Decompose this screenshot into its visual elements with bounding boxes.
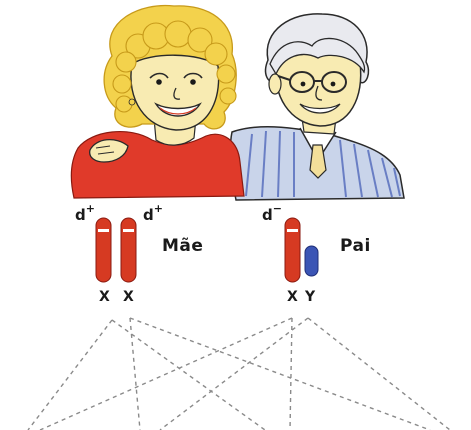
allele-marker xyxy=(98,229,109,232)
father-y-chromosome xyxy=(304,245,319,277)
father-face xyxy=(274,53,362,127)
allele-marker xyxy=(287,229,298,232)
mother-allele-2: d+ xyxy=(143,202,163,224)
mother-x-chromosome-1 xyxy=(95,217,112,283)
mother-label: Mãe xyxy=(162,236,204,256)
cross-lines xyxy=(27,317,451,430)
father-glasses xyxy=(277,71,347,93)
father-hand xyxy=(89,139,129,163)
mother-smile xyxy=(154,102,202,117)
father-tie xyxy=(309,144,327,179)
father-shirt-stripes xyxy=(245,130,401,198)
mother-figure xyxy=(70,4,245,199)
mother-chromosomes xyxy=(95,217,137,283)
father-smile xyxy=(299,103,341,114)
mother-allele-1: d+ xyxy=(75,202,95,224)
father-chromosomes xyxy=(284,217,319,283)
father-x-chromosome xyxy=(284,217,301,283)
mother-x-chromosome-2 xyxy=(120,217,137,283)
father-label: Pai xyxy=(340,236,371,256)
father-figure xyxy=(229,13,405,201)
father-chromosome-label-x: X xyxy=(287,289,298,305)
allele-marker xyxy=(123,229,134,232)
mother-chromosome-label-2: X xyxy=(123,289,134,305)
mother-chromosome-label-1: X xyxy=(99,289,110,305)
father-chromosome-label-y: Y xyxy=(305,289,316,305)
father-allele: d− xyxy=(262,202,282,224)
mother-curls xyxy=(112,20,237,113)
